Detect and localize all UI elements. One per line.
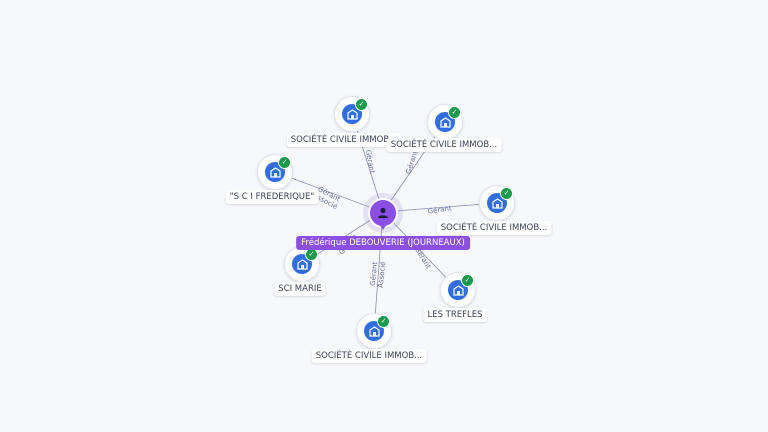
- company-node-label[interactable]: LES TREFLES: [423, 308, 487, 322]
- verified-check-icon: ✓: [355, 98, 368, 111]
- edge-role-label: Gérant: [427, 204, 452, 215]
- verified-check-icon: ✓: [500, 187, 513, 200]
- person-node[interactable]: [363, 193, 403, 233]
- company-node-label[interactable]: SOCIÉTÉ CIVILE IMMOB...: [386, 138, 502, 152]
- verified-check-icon: ✓: [448, 106, 461, 119]
- person-node-label[interactable]: Frédérique DEBOUVERIE (JOURNEAUX): [296, 236, 470, 250]
- company-node[interactable]: ✓: [354, 311, 394, 351]
- company-node[interactable]: ✓: [477, 183, 517, 223]
- verified-check-icon: ✓: [278, 156, 291, 169]
- person-icon: [368, 198, 398, 228]
- company-node[interactable]: ✓: [255, 152, 295, 192]
- company-node[interactable]: ✓: [332, 94, 372, 134]
- verified-check-icon: ✓: [377, 315, 390, 328]
- relationship-edge: [373, 211, 384, 332]
- company-node-label[interactable]: SCI MARIE: [274, 282, 326, 296]
- company-node-label[interactable]: "S C I FREDERIQUE": [225, 190, 319, 204]
- edge-role-label: Gérant: [364, 149, 376, 174]
- company-node-label[interactable]: SOCIÉTÉ CIVILE IMMOB...: [286, 133, 402, 147]
- relationship-edge: [274, 171, 384, 213]
- verified-check-icon: ✓: [461, 274, 474, 287]
- company-node-label[interactable]: SOCIÉTÉ CIVILE IMMOB...: [311, 349, 427, 363]
- company-node[interactable]: ✓: [425, 102, 465, 142]
- edge-role-label: GérantAssocié: [369, 260, 388, 288]
- company-node[interactable]: ✓: [438, 270, 478, 310]
- company-node[interactable]: ✓: [282, 244, 322, 284]
- company-node-label[interactable]: SOCIÉTÉ CIVILE IMMOB...: [436, 221, 552, 235]
- relationship-edge: [382, 202, 498, 213]
- person-pin-tip: [379, 224, 387, 230]
